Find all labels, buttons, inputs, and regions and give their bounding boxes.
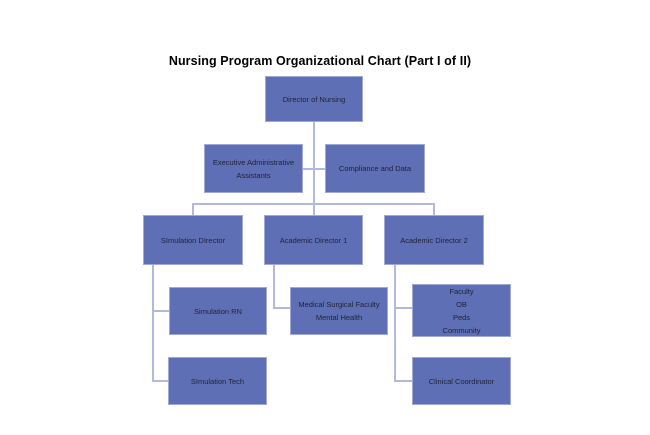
org-node-clinical-coordinator: Clinical Coordinator bbox=[412, 357, 511, 405]
org-node-academic-director-1: Academic Director 1 bbox=[264, 215, 363, 265]
org-node-academic-director-2: Academic Director 2 bbox=[384, 215, 484, 265]
org-node-compliance-and-data: Compliance and Data bbox=[325, 144, 425, 193]
org-node-executive-administrative-assistants: Executive Administrative Assistants bbox=[204, 144, 303, 193]
connector-faculty-stub bbox=[394, 307, 412, 309]
org-node-simulation-director: SImulation DIrector bbox=[143, 215, 243, 265]
org-node-faculty-ob-peds-community: Faculty OB Peds Community bbox=[412, 284, 511, 337]
org-node-director-of-nursing: Director of Nursing bbox=[265, 76, 363, 122]
connector-drop-academic-director-2 bbox=[433, 203, 435, 215]
connector-simulation-column-vertical bbox=[152, 265, 154, 382]
connector-academic2-vertical bbox=[394, 265, 396, 382]
connector-simulation-rn-stub bbox=[152, 310, 169, 312]
connector-med-surg-stub bbox=[273, 307, 290, 309]
connector-level3-distribution bbox=[192, 203, 435, 205]
org-node-simulation-rn: Simulation RN bbox=[169, 287, 267, 335]
org-node-simulation-tech: SImulation Tech bbox=[168, 357, 267, 405]
chart-title: Nursing Program Organizational Chart (Pa… bbox=[168, 54, 472, 68]
org-node-medical-surgical-faculty-mental-health: Medical Surgical Faculty Mental Health bbox=[290, 287, 388, 335]
connector-academic1-vertical bbox=[273, 265, 275, 309]
connector-clinical-coordinator-stub bbox=[394, 380, 412, 382]
connector-level2-horizontal bbox=[303, 168, 325, 170]
connector-simulation-tech-stub bbox=[152, 380, 168, 382]
connector-drop-simulation-director bbox=[192, 203, 194, 215]
